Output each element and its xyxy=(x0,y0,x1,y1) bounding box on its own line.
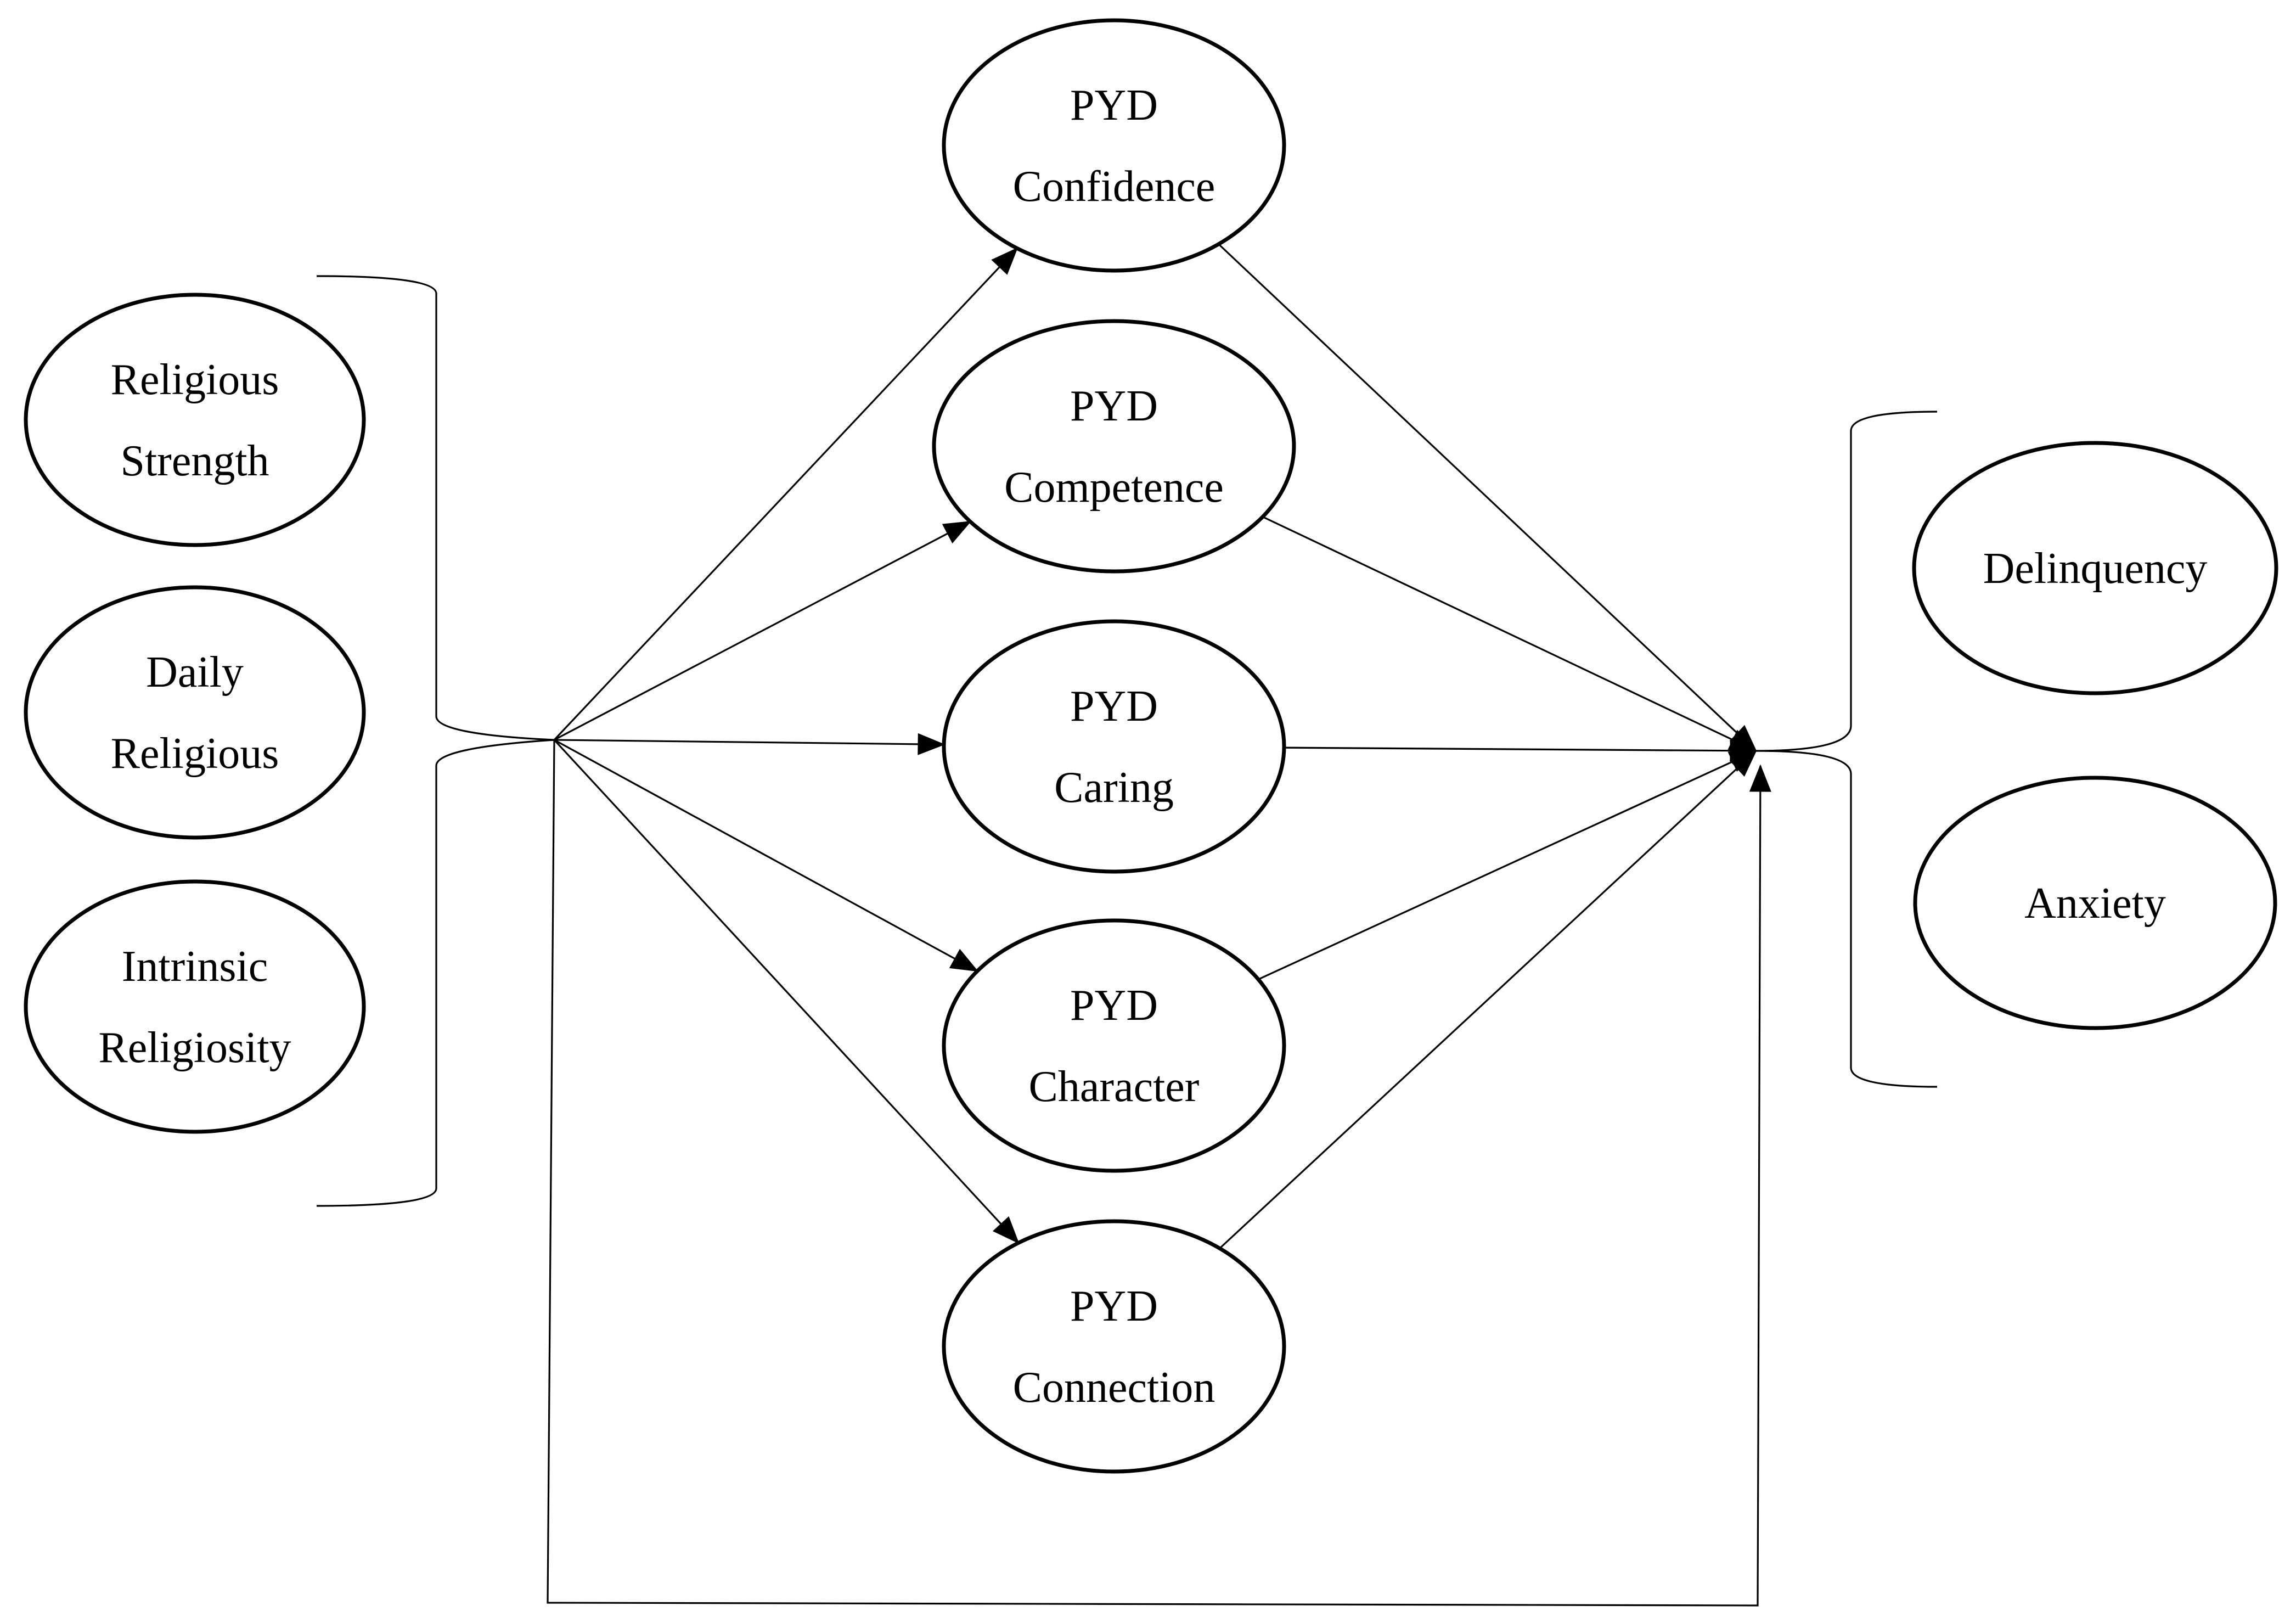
node-intrinsic-religiosity-label-1: Religiosity xyxy=(98,1024,291,1072)
edge-pyd-character-to-outcomes xyxy=(1258,750,1758,980)
node-delinquency-label-0: Delinquency xyxy=(1983,544,2208,593)
node-pyd-connection-ellipse xyxy=(942,1219,1286,1474)
node-pyd-caring-label-1: Caring xyxy=(1054,763,1174,812)
edge-pyd-connection-to-outcomes xyxy=(1219,750,1757,1249)
edge-predictors-to-pyd-character xyxy=(554,739,979,972)
node-pyd-caring: PYD Caring xyxy=(942,619,1286,874)
edge-predictors-to-outcomes xyxy=(547,739,1771,1607)
edge-pyd-caring-to-outcomes xyxy=(1284,739,1758,762)
node-religious-strength-label-1: Strength xyxy=(120,437,269,485)
node-delinquency-ellipse xyxy=(1912,441,2278,695)
edges-layer xyxy=(547,243,1771,1607)
node-pyd-confidence-label-0: PYD xyxy=(1070,81,1158,130)
node-anxiety-ellipse xyxy=(1913,776,2277,1030)
node-pyd-connection: PYD Connection xyxy=(942,1219,1286,1474)
node-delinquency: Delinquency xyxy=(1912,441,2278,695)
node-intrinsic-religiosity-ellipse xyxy=(24,879,366,1134)
node-pyd-competence-ellipse xyxy=(932,319,1296,574)
node-pyd-character-ellipse xyxy=(942,918,1286,1173)
node-pyd-caring-label-0: PYD xyxy=(1070,682,1158,731)
node-pyd-competence-label-0: PYD xyxy=(1070,382,1158,430)
node-pyd-character: PYD Character xyxy=(942,918,1286,1173)
edge-predictors-to-pyd-caring xyxy=(554,733,946,755)
node-pyd-competence-label-1: Competence xyxy=(1004,463,1224,512)
node-pyd-connection-label-1: Connection xyxy=(1013,1363,1215,1412)
edge-predictors-to-pyd-competence xyxy=(554,520,972,741)
node-pyd-connection-label-0: PYD xyxy=(1070,1282,1158,1330)
node-daily-religious-label-0: Daily xyxy=(146,648,244,697)
edge-pyd-confidence-to-outcomes xyxy=(1218,243,1757,752)
edge-predictors-to-pyd-confidence xyxy=(553,247,1018,741)
node-pyd-character-label-0: PYD xyxy=(1070,981,1158,1030)
node-daily-religious-label-1: Religious xyxy=(111,729,279,778)
node-pyd-confidence-ellipse xyxy=(942,18,1286,273)
edge-pyd-competence-to-outcomes xyxy=(1262,516,1758,752)
node-pyd-confidence: PYD Confidence xyxy=(942,18,1286,273)
node-pyd-character-label-1: Character xyxy=(1029,1063,1200,1111)
node-religious-strength-ellipse xyxy=(24,293,366,547)
node-pyd-confidence-label-1: Confidence xyxy=(1013,162,1215,211)
outcome-brace xyxy=(1755,411,1938,1088)
edge-predictors-to-pyd-connection xyxy=(553,739,1020,1244)
node-religious-strength-label-0: Religious xyxy=(111,356,279,404)
node-pyd-competence: PYD Competence xyxy=(932,319,1296,574)
node-intrinsic-religiosity-label-0: Intrinsic xyxy=(122,942,268,991)
nodes-layer: ReligiousStrengthDailyReligiousIntrinsic… xyxy=(24,18,2278,1474)
node-anxiety-label-0: Anxiety xyxy=(2024,879,2166,928)
node-anxiety: Anxiety xyxy=(1913,776,2277,1030)
node-daily-religious-ellipse xyxy=(24,585,366,840)
node-pyd-caring-ellipse xyxy=(942,619,1286,874)
